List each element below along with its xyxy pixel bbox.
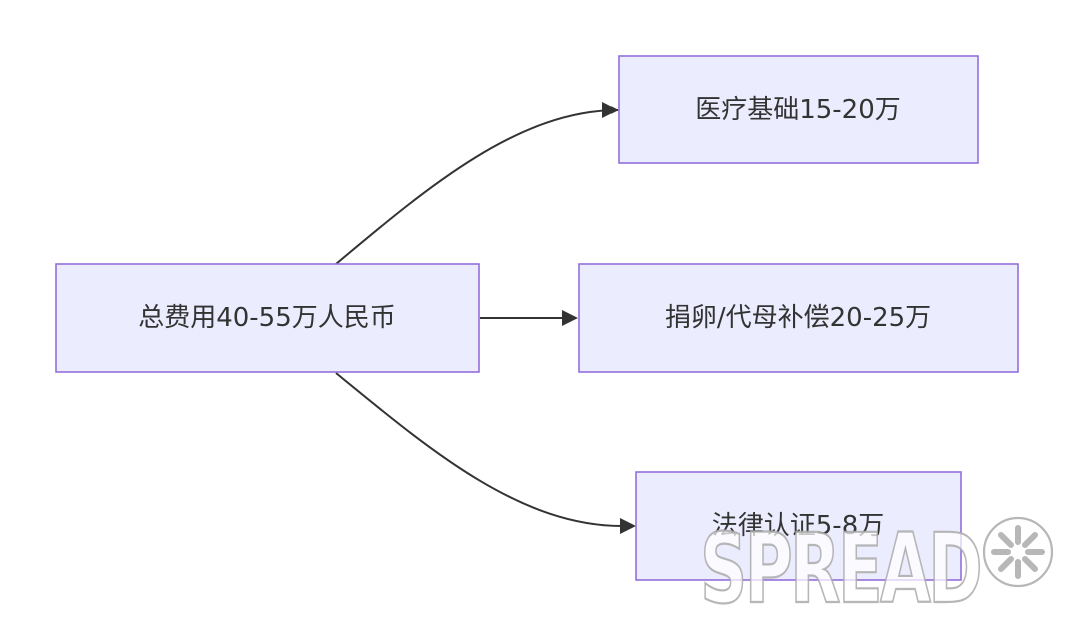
node-legal[interactable]: 法律认证5-8万	[635, 471, 962, 581]
node-legal-label: 法律认证5-8万	[712, 511, 884, 541]
arrow-head-compensation	[562, 310, 578, 326]
arrow-head-medical	[602, 102, 618, 118]
edge-root-to-legal	[335, 372, 623, 527]
node-medical-base[interactable]: 医疗基础15-20万	[618, 55, 979, 164]
edge-root-to-medical	[335, 106, 619, 265]
node-compensation[interactable]: 捐卵/代母补偿20-25万	[578, 263, 1019, 373]
watermark: SPREAD	[699, 512, 1054, 626]
watermark-sun-icon	[982, 516, 1054, 588]
node-compensation-label: 捐卵/代母补偿20-25万	[665, 303, 931, 333]
watermark-text: SPREAD	[700, 513, 980, 625]
node-root[interactable]: 总费用40-55万人民币	[55, 263, 480, 373]
arrow-head-legal	[620, 518, 636, 534]
node-root-label: 总费用40-55万人民币	[138, 303, 396, 333]
node-medical-base-label: 医疗基础15-20万	[695, 95, 901, 125]
